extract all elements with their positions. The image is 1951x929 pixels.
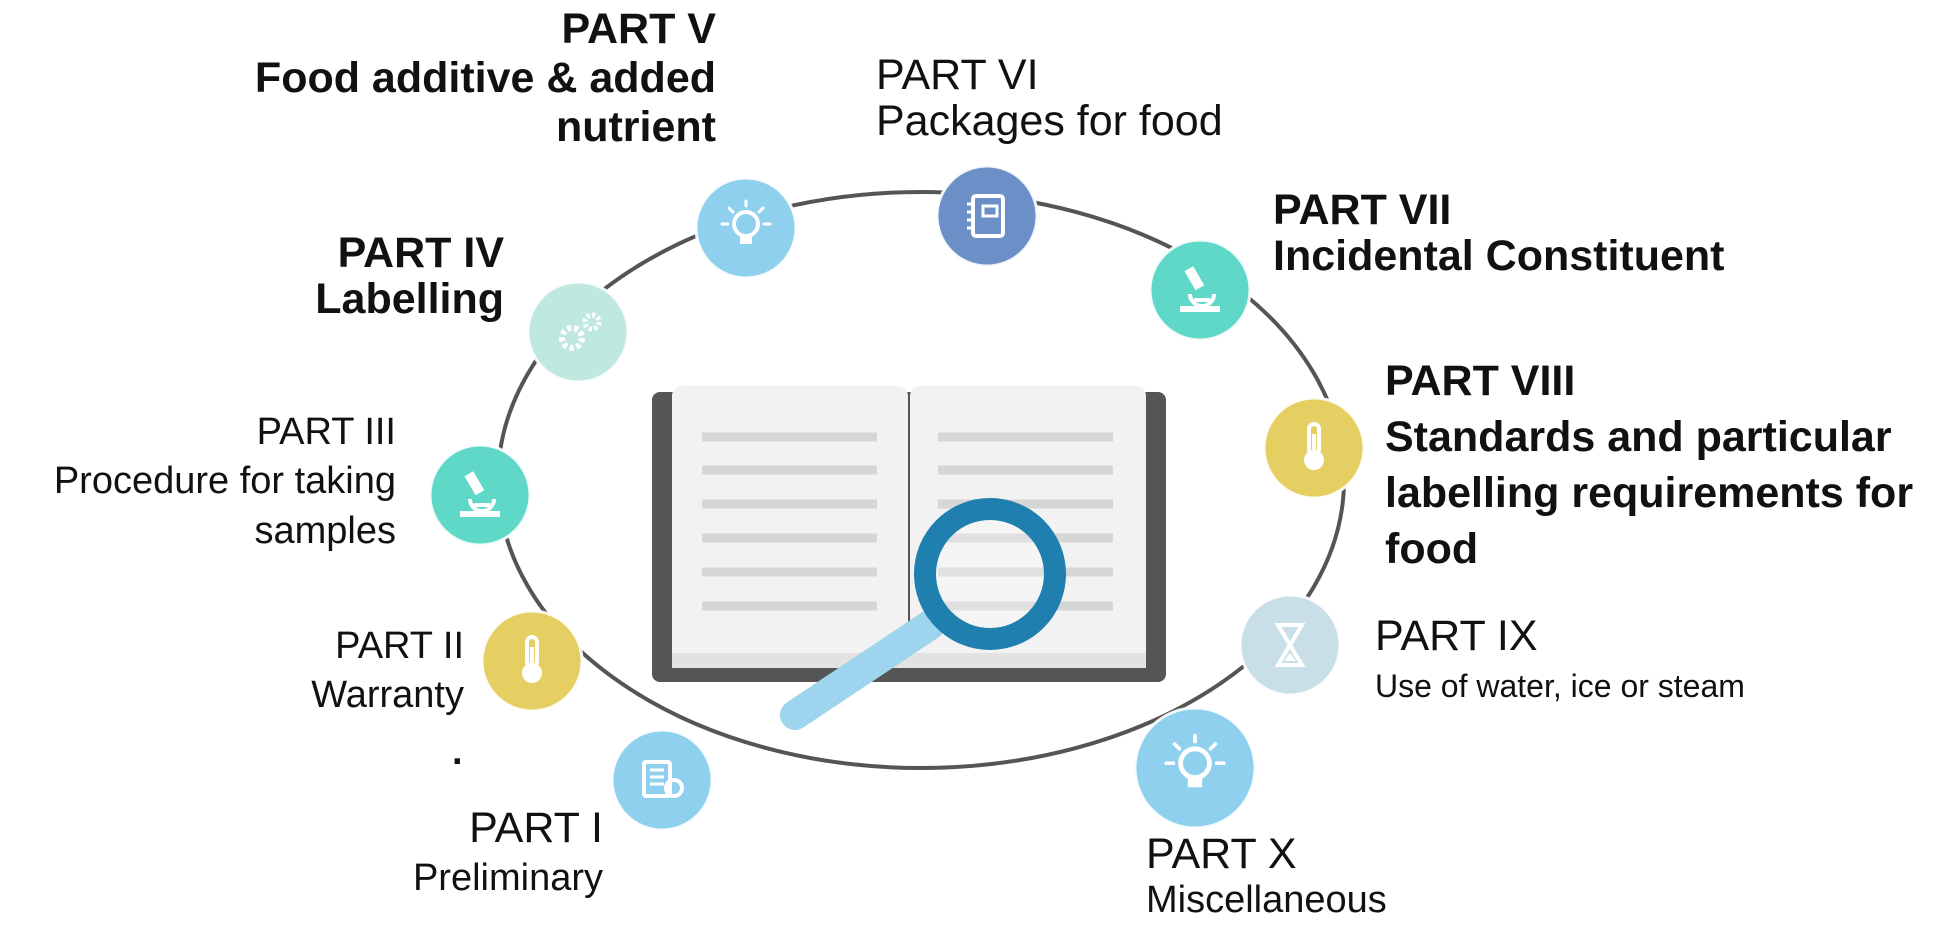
part-5-node-circle (694, 176, 798, 280)
thermometer-icon (522, 635, 542, 683)
certificate-icon (642, 760, 684, 798)
part-3-title: PART III (256, 411, 396, 453)
part-6-node (935, 164, 1039, 268)
hourglass-icon (1274, 623, 1306, 667)
part-6-subtitle: Packages for food (876, 96, 1223, 145)
part-3-label: PART III Procedure for taking samples (0, 408, 396, 556)
part-8-node (1262, 396, 1366, 500)
part-7-label: PART VII Incidental Constituent (1273, 185, 1725, 282)
part-8-label: PART VIII Standards and particular label… (1385, 354, 1945, 578)
part-3-node (428, 443, 532, 547)
part-4-subtitle: Labelling (315, 274, 504, 323)
part-6-title: PART VI (876, 51, 1039, 99)
stray-dot: . (452, 731, 463, 773)
thermometer-icon (1304, 422, 1324, 470)
part-10-title: PART X (1146, 830, 1297, 878)
part-4-title: PART IV (337, 229, 504, 277)
part-1-node (610, 728, 714, 832)
part-10-label: PART X Miscellaneous (1146, 830, 1387, 923)
magnifier-lens (914, 498, 1066, 650)
part-1-node-circle (610, 728, 714, 832)
part-5-label: PART V Food additive & added nutrient (156, 4, 716, 152)
part-10-node-circle (1133, 706, 1257, 830)
lightbulb-icon (1164, 733, 1226, 788)
part-3-subtitle: Procedure for taking samples (53, 460, 396, 552)
part-4-node (526, 280, 630, 384)
part-10-subtitle: Miscellaneous (1146, 879, 1387, 922)
part-1-subtitle: Preliminary (412, 857, 603, 900)
lightbulb-icon (720, 199, 772, 244)
part-1-label: PART I Preliminary (413, 804, 603, 901)
part-5-subtitle: Food additive & added nutrient (254, 53, 716, 152)
part-5-title: PART V (561, 5, 717, 53)
part-9-subtitle: Use of water, ice or steam (1375, 667, 1745, 704)
part-7-title: PART VII (1273, 186, 1452, 234)
part-7-node (1148, 238, 1252, 342)
part-9-node (1238, 593, 1342, 697)
part-8-subtitle: Standards and particular labelling requi… (1385, 412, 1914, 573)
book-text-lines (702, 432, 1113, 611)
part-9-label: PART IX Use of water, ice or steam (1375, 611, 1745, 705)
part-1-title: PART I (469, 804, 603, 852)
part-2-node (480, 609, 584, 713)
part-5-node (694, 176, 798, 280)
part-7-subtitle: Incidental Constituent (1273, 231, 1725, 280)
notebook-icon (967, 194, 1005, 238)
gears-icon (559, 312, 602, 351)
microscope-icon (460, 471, 500, 517)
part-7-node-circle (1148, 238, 1252, 342)
part-6-label: PART VI Packages for food (876, 50, 1223, 147)
part-4-label: PART IV Labelling (315, 228, 504, 325)
part-2-label: PART II Warranty (311, 622, 464, 721)
part-3-node-circle (428, 443, 532, 547)
book-left-page (672, 386, 908, 668)
book-magnifier-illustration (652, 386, 1166, 730)
microscope-icon (1180, 266, 1220, 312)
part-2-title: PART II (335, 625, 464, 667)
part-2-subtitle: Warranty (311, 674, 464, 717)
book-page-edge (672, 653, 1146, 668)
part-8-title: PART VIII (1385, 357, 1576, 405)
magnifier-handle (780, 610, 945, 730)
part-9-title: PART IX (1375, 612, 1538, 660)
part-4-node-circle (526, 280, 630, 384)
part-10-node (1133, 706, 1257, 830)
